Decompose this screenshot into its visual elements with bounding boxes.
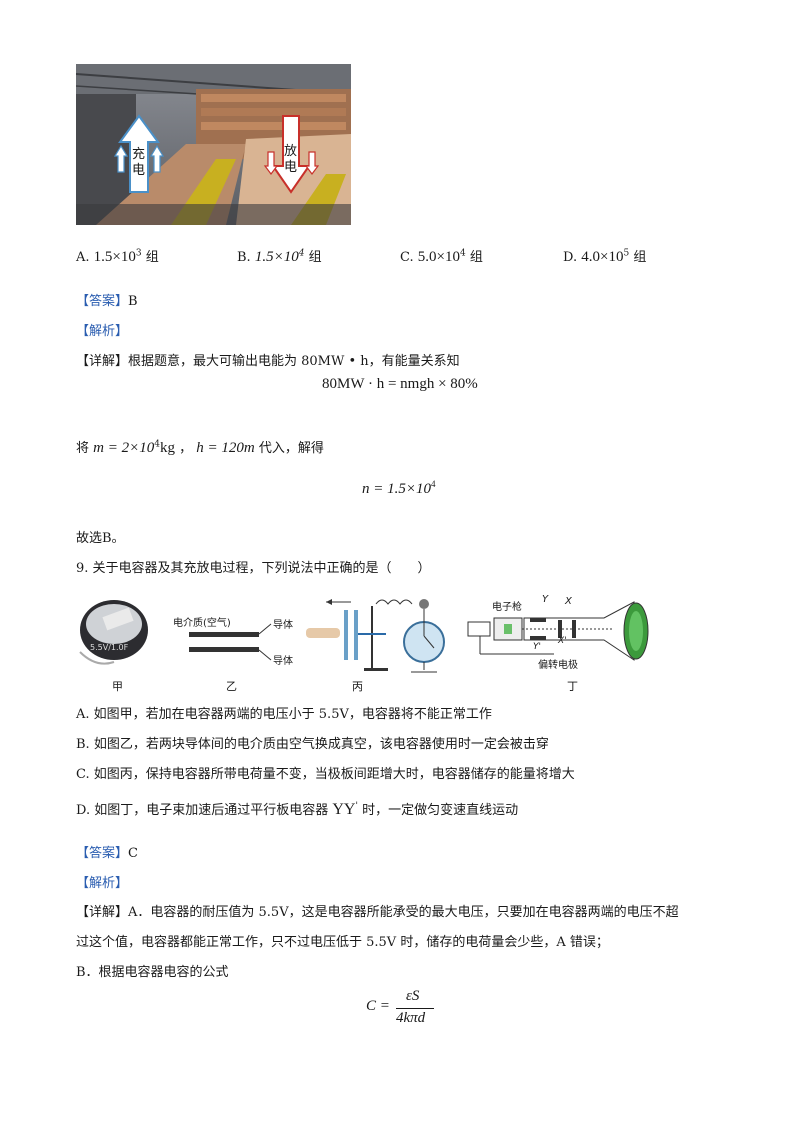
fig-yi-conductor-bottom: 导体	[273, 656, 293, 667]
q9-answer: 【答案】C	[76, 846, 138, 861]
fig-label-jia: 甲	[112, 680, 123, 693]
svg-text:5.5V/1.0F: 5.5V/1.0F	[90, 643, 129, 652]
fig-ding-tube	[467, 601, 649, 661]
q9-stem: 9. 关于电容器及其充放电过程，下列说法中正确的是（ ）	[76, 561, 431, 576]
q8-option-a: A. 1.5×103 组	[76, 248, 159, 265]
fig-label-bing: 丙	[352, 680, 363, 693]
fig-bing-setup	[306, 599, 445, 673]
q8-option-c: C. 5.0×104 组	[400, 248, 483, 265]
q8-equation-1: 80MW · h = nmgh × 80%	[322, 376, 478, 392]
q9-option-d: D. 如图丁，电子束加速后通过平行板电容器 YY' 时，一定做匀变速直线运动	[76, 801, 519, 818]
fig-ding-gun: 电子枪	[492, 602, 522, 613]
formula-lhs: C =	[366, 998, 390, 1014]
discharge-label: 放 电	[284, 144, 298, 175]
q8-analysis-label: 【解析】	[76, 324, 129, 339]
fig-ding-deflect: 偏转电极	[538, 660, 578, 671]
fig-yi-plates	[189, 623, 272, 661]
q8-answer: 【答案】B	[76, 294, 138, 309]
capacitance-formula: C = εS 4kπd	[366, 988, 446, 1032]
fig-ding-y2: Y'	[533, 642, 541, 652]
fig-label-yi: 乙	[226, 680, 237, 693]
q8-equation-2: n = 1.5×104	[362, 479, 436, 497]
formula-numerator: εS	[406, 988, 420, 1004]
fig-label-ding: 丁	[567, 680, 578, 693]
charge-label: 充 电	[132, 147, 146, 178]
fig-ding-y: Y	[542, 594, 549, 605]
formula-denominator: 4kπd	[396, 1010, 426, 1026]
q8-conclusion: 故选B。	[76, 531, 125, 546]
fraction-bar	[396, 1008, 434, 1009]
fig-ding-x2: X'	[558, 636, 567, 646]
q9-detail-1: 【详解】A．电容器的耐压值为 5.5V，这是电容器所能承受的最大电压，只要加在电…	[76, 905, 679, 920]
q9-option-b: B. 如图乙，若两块导体间的电介质由空气换成真空，该电容器使用时一定会被击穿	[76, 737, 549, 752]
q8-option-d: D. 4.0×105 组	[563, 248, 647, 265]
q9-analysis-label: 【解析】	[76, 876, 129, 891]
fig-ding-x: X	[565, 596, 572, 607]
fig-yi-conductor-top: 导体	[273, 620, 293, 631]
fig-jia-capacitor: 5.5V/1.0F	[79, 600, 148, 665]
q9-option-a: A. 如图甲，若加在电容器两端的电压小于 5.5V，电容器将不能正常工作	[76, 707, 492, 722]
q8-detail: 【详解】根据题意，最大可输出电能为 80MW • h，有能量关系知	[76, 354, 460, 369]
q8-substitution: 将 m = 2×104kg ， h = 120m 代入，解得	[76, 439, 324, 456]
fig-yi-dielectric: 电介质(空气)	[173, 618, 231, 629]
q8-option-b: B. 1.5×104 组	[237, 248, 322, 265]
energy-storage-photo: 充 电 放 电	[76, 64, 351, 225]
q9-detail-3: B．根据电容器电容的公式	[76, 965, 229, 980]
q9-option-c: C. 如图丙，保持电容器所带电荷量不变，当极板间距增大时，电容器储存的能量将增大	[76, 767, 575, 782]
q9-detail-2: 过这个值，电容器都能正常工作，只不过电压低于 5.5V 时，储存的电荷量会少些，…	[76, 935, 609, 950]
q9-figures: 5.5V/1.0F 电介质(空气) 导体 导体	[76, 592, 649, 693]
